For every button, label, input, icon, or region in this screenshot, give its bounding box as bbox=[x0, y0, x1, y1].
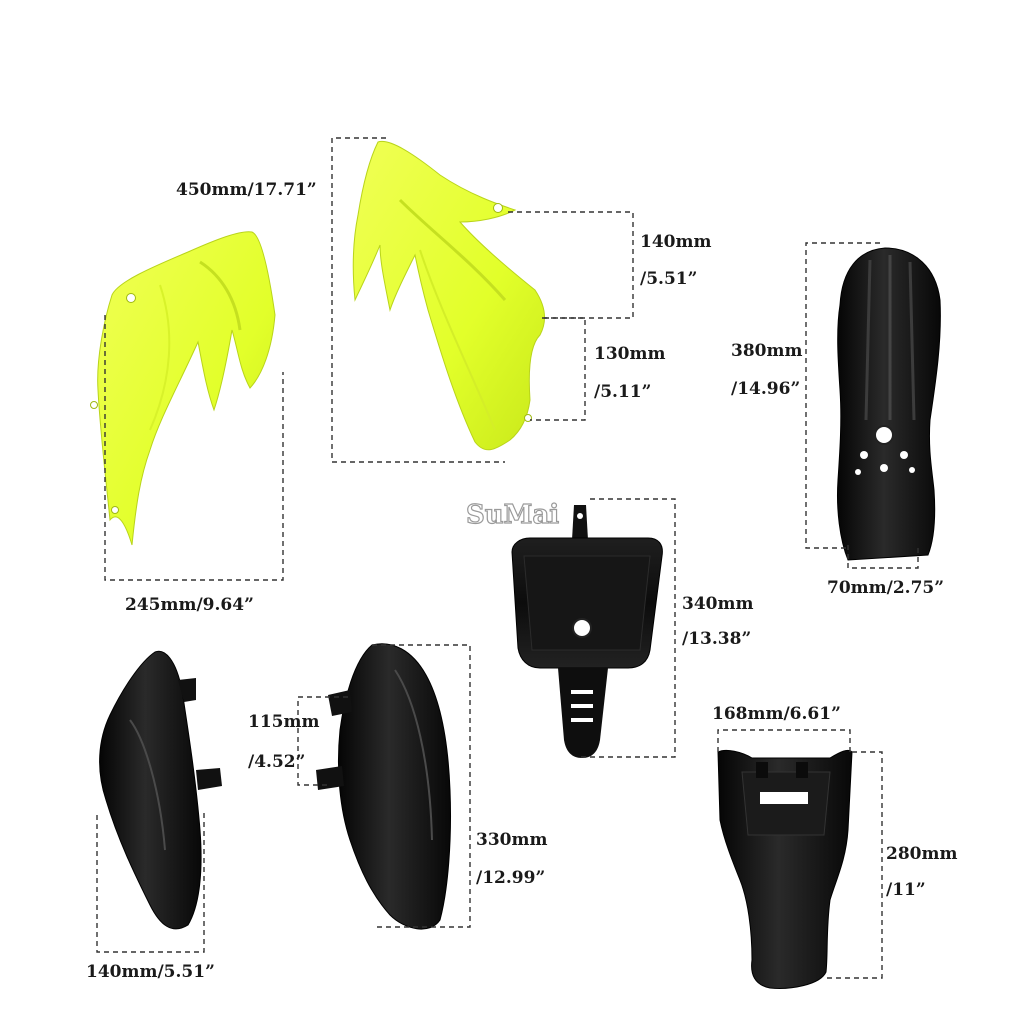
dimension-label: /14.96” bbox=[731, 379, 800, 399]
right-side-cover bbox=[316, 643, 452, 930]
dimension-label: /13.38” bbox=[682, 629, 751, 649]
left-shroud-ridge bbox=[199, 260, 242, 331]
front-fender-bolt-hole bbox=[860, 451, 868, 459]
dimension-guides bbox=[96, 137, 919, 979]
dimension-label: /5.51” bbox=[640, 269, 697, 289]
left-shroud-mount-hole bbox=[111, 506, 119, 514]
left-shroud-mount-hole bbox=[90, 401, 98, 409]
number-plate-strap-hole bbox=[577, 513, 583, 519]
right-radiator-shroud bbox=[352, 140, 546, 451]
dimension-label: 280mm bbox=[886, 844, 957, 864]
dimension-label: 140mm bbox=[640, 232, 711, 252]
front-fender-bolt-hole bbox=[880, 464, 888, 472]
front-fender-center-hole bbox=[874, 425, 894, 445]
dimension-label: /5.11” bbox=[594, 382, 651, 402]
dimension-label: 330mm bbox=[476, 830, 547, 850]
dimension-line bbox=[847, 545, 919, 569]
right-side-cover-body bbox=[337, 643, 452, 930]
dimension-line bbox=[717, 729, 851, 752]
dimension-label: 245mm/9.64” bbox=[125, 595, 254, 615]
dimension-label: /11” bbox=[886, 880, 926, 900]
dimension-label: 168mm/6.61” bbox=[712, 704, 841, 724]
rear-fender-mount-tab bbox=[756, 762, 768, 778]
front-fender-bolt-hole bbox=[900, 451, 908, 459]
right-shroud-mount-hole bbox=[493, 203, 503, 213]
left-radiator-shroud bbox=[90, 231, 276, 546]
left-side-cover-tab bbox=[196, 768, 222, 790]
number-plate-slot bbox=[571, 704, 593, 708]
front-fender-bolt-hole bbox=[855, 469, 861, 475]
left-side-cover-body bbox=[99, 650, 202, 930]
dimension-line bbox=[331, 137, 505, 463]
number-plate-inner-panel bbox=[523, 555, 651, 651]
dimension-label: 380mm bbox=[731, 341, 802, 361]
dimension-label: 340mm bbox=[682, 594, 753, 614]
right-side-cover-tab bbox=[328, 690, 352, 716]
dimension-line bbox=[372, 644, 471, 928]
left-side-cover-tab bbox=[178, 678, 196, 702]
watermark: SuMai bbox=[466, 500, 559, 530]
dimension-label: 140mm/5.51” bbox=[86, 962, 215, 982]
number-plate-slot bbox=[571, 690, 593, 694]
dimension-line bbox=[104, 315, 284, 581]
dimension-line bbox=[826, 751, 883, 979]
dimension-line bbox=[530, 317, 586, 421]
dimension-label: 130mm bbox=[594, 344, 665, 364]
number-plate-strap-top bbox=[572, 505, 588, 540]
dimension-line bbox=[96, 812, 205, 953]
left-side-cover bbox=[99, 650, 222, 930]
dimension-label: /12.99” bbox=[476, 868, 545, 888]
number-plate-center-hole bbox=[572, 618, 592, 638]
dimension-label: /4.52” bbox=[248, 752, 305, 772]
right-shroud-mount-hole bbox=[524, 414, 532, 422]
dimension-label: 450mm/17.71” bbox=[176, 180, 317, 200]
front-fender bbox=[837, 247, 941, 561]
front-fender-rib bbox=[864, 259, 872, 421]
dimension-label: 115mm bbox=[248, 712, 319, 732]
left-shroud-body bbox=[97, 231, 276, 546]
number-plate-lower-mount bbox=[558, 668, 608, 758]
rear-fender-mount-tab bbox=[796, 762, 808, 778]
left-shroud-mount-hole bbox=[126, 293, 136, 303]
left-side-cover-highlight bbox=[129, 719, 166, 851]
front-fender-rib bbox=[908, 261, 916, 421]
dimension-label: 70mm/2.75” bbox=[827, 578, 944, 598]
front-fender-bolt-hole bbox=[909, 467, 915, 473]
left-shroud-ridge bbox=[149, 284, 171, 431]
dimension-labels: 245mm/9.64” 450mm/17.71” 140mm /5.51” 13… bbox=[86, 180, 957, 982]
dimension-line bbox=[805, 242, 880, 549]
dimension-line bbox=[580, 498, 676, 758]
right-side-cover-highlight bbox=[394, 669, 433, 841]
number-plate-slot bbox=[571, 718, 593, 722]
right-shroud-body bbox=[352, 140, 546, 451]
right-shroud-ridge bbox=[398, 198, 507, 301]
dimension-line bbox=[297, 696, 348, 786]
right-shroud-ridge bbox=[419, 249, 496, 431]
rear-fender-window bbox=[760, 792, 808, 804]
right-side-cover-tab bbox=[316, 766, 344, 790]
rear-fender bbox=[717, 749, 853, 989]
front-number-plate bbox=[511, 505, 663, 758]
